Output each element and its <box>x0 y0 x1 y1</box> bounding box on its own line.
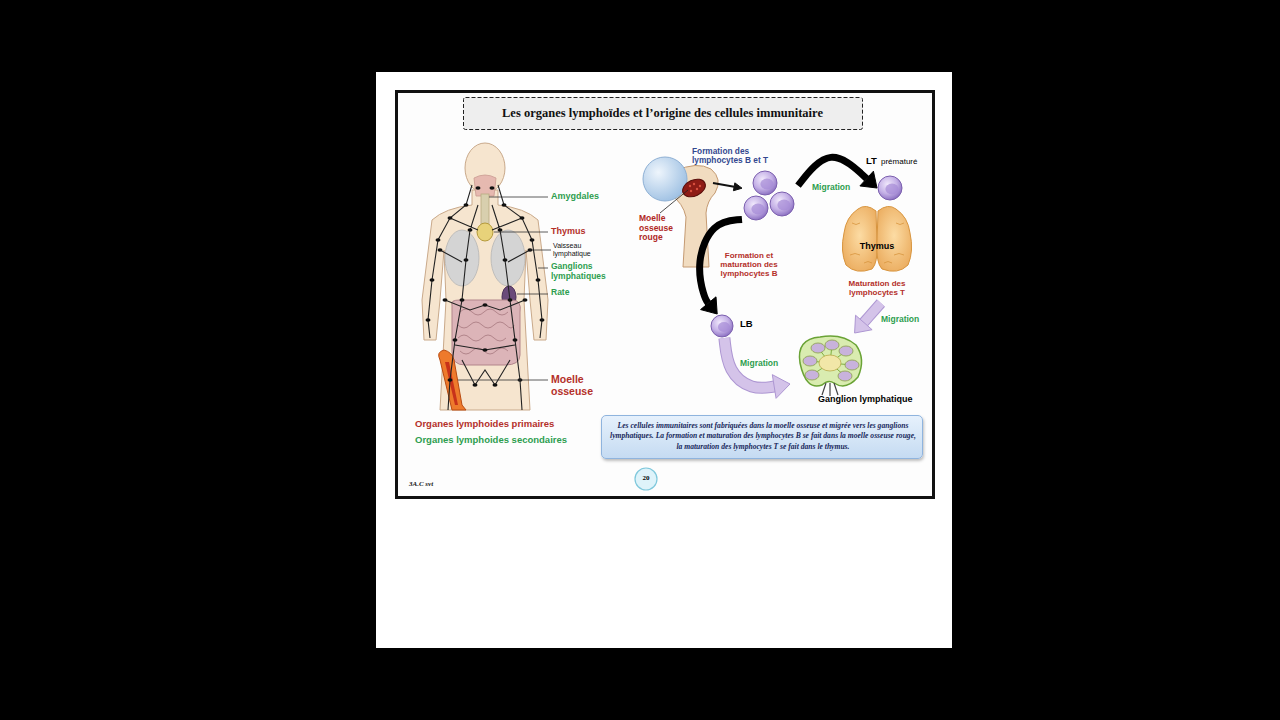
migration-arrow <box>798 157 877 188</box>
bone-head <box>643 157 687 201</box>
cell-nucleus <box>777 200 790 211</box>
leader-line <box>494 232 548 233</box>
process-label: Formation des lymphocytes B et T <box>692 147 784 166</box>
ganglion-shape <box>790 333 866 393</box>
leader-line <box>660 190 688 213</box>
organ-label: Thymus <box>838 241 916 251</box>
body-silhouette <box>422 190 548 410</box>
cell-nucleus <box>760 179 773 190</box>
cell-body <box>753 171 777 195</box>
arrow-head <box>733 183 742 191</box>
marrow-dot <box>689 185 691 187</box>
arrow-shaft <box>700 219 742 303</box>
arrow-shaft <box>724 338 774 388</box>
cell-body <box>744 196 768 220</box>
thymus-lobe <box>877 206 912 271</box>
lymph-nodes <box>426 186 545 387</box>
lymph-node-follicle <box>805 370 819 380</box>
page-number: 20 <box>634 475 658 483</box>
arrow-head <box>860 171 877 188</box>
cell-body <box>711 315 733 337</box>
migration-arrow <box>855 303 881 333</box>
lymphocyte-cell: LTprématuré <box>877 175 903 201</box>
cell-nucleus <box>885 184 898 195</box>
cell-nucleus <box>718 322 730 332</box>
migration-arrow <box>724 338 790 398</box>
lymph-node-follicle <box>825 340 839 350</box>
page-sheet <box>376 72 952 648</box>
process-label: Maturation des lymphocytes T <box>843 280 911 298</box>
red-marrow <box>680 176 709 201</box>
lymph-node-organ: Ganglion lymphatique <box>790 333 866 393</box>
caption-box: Les cellules immunitaires sont fabriquée… <box>601 415 923 459</box>
arrow-head <box>855 315 873 333</box>
lymphocyte <box>711 315 733 337</box>
lymph-node-follicle <box>839 346 853 356</box>
lymph-node-follicle <box>803 356 817 366</box>
migration-arrow <box>713 183 742 191</box>
title-box <box>464 98 863 130</box>
lung <box>445 230 479 286</box>
lymph-node-follicle <box>838 371 852 381</box>
page-number-badge: 20 <box>634 467 658 491</box>
migration-arrow <box>700 219 742 314</box>
cell-body <box>770 192 794 216</box>
thymus-organ <box>477 223 493 241</box>
lymph-node-capsule <box>799 336 861 386</box>
arrow-outline <box>724 338 774 388</box>
organ-label: Moelle osseuse rouge <box>639 214 681 243</box>
cell-label: LT <box>866 156 877 167</box>
lymph-node-medulla <box>819 355 841 371</box>
lymph-vessels <box>428 185 542 410</box>
cell-body <box>878 176 902 200</box>
cell-label: LB <box>740 319 753 330</box>
throat <box>474 175 496 196</box>
thymus-lobe <box>842 206 877 271</box>
arrow-shaft <box>713 183 734 187</box>
marrow-dot <box>696 188 698 190</box>
arrow-shaft <box>864 303 881 322</box>
marrow-dot <box>690 190 692 192</box>
lymphocyte <box>878 176 902 200</box>
leader-line <box>530 250 551 251</box>
bone-shape <box>641 155 713 267</box>
marrow-dot <box>699 185 701 187</box>
cell-label: prématuré <box>881 158 917 167</box>
arrow-head <box>701 297 718 314</box>
lung <box>491 230 525 286</box>
lymphocyte-group: Formation des lymphocytes B et T <box>742 170 798 222</box>
cell-nucleus <box>751 204 764 215</box>
cell-shape <box>877 175 903 201</box>
lymphocyte-cell: LB <box>710 314 734 338</box>
arrow-head <box>772 375 790 399</box>
thymus-node: ThymusMaturation des lymphocytes T <box>838 203 916 303</box>
lymph-node-follicle <box>811 343 825 353</box>
lymphocyte <box>744 196 768 220</box>
leader-line <box>458 380 548 381</box>
organ-label: Ganglion lymphatique <box>818 394 913 404</box>
leader-line <box>517 294 548 295</box>
marrow-dot <box>693 183 695 185</box>
page-frame <box>397 92 934 498</box>
intestines <box>452 300 521 365</box>
badge-circle <box>635 468 657 490</box>
cell-shape <box>710 314 734 338</box>
arrow-shaft <box>798 157 867 185</box>
bone-marrow-node: Moelle osseuse rouge <box>641 155 713 267</box>
leader-line <box>489 197 548 198</box>
caption-text: Les cellules immunitaires sont fabriquée… <box>608 421 918 452</box>
lymphocyte <box>753 171 777 195</box>
arrow-outline <box>864 303 881 322</box>
cells-shape <box>742 170 798 222</box>
lymphocyte <box>770 192 794 216</box>
lymph-node-follicle <box>845 360 859 370</box>
leader-line <box>538 268 548 269</box>
